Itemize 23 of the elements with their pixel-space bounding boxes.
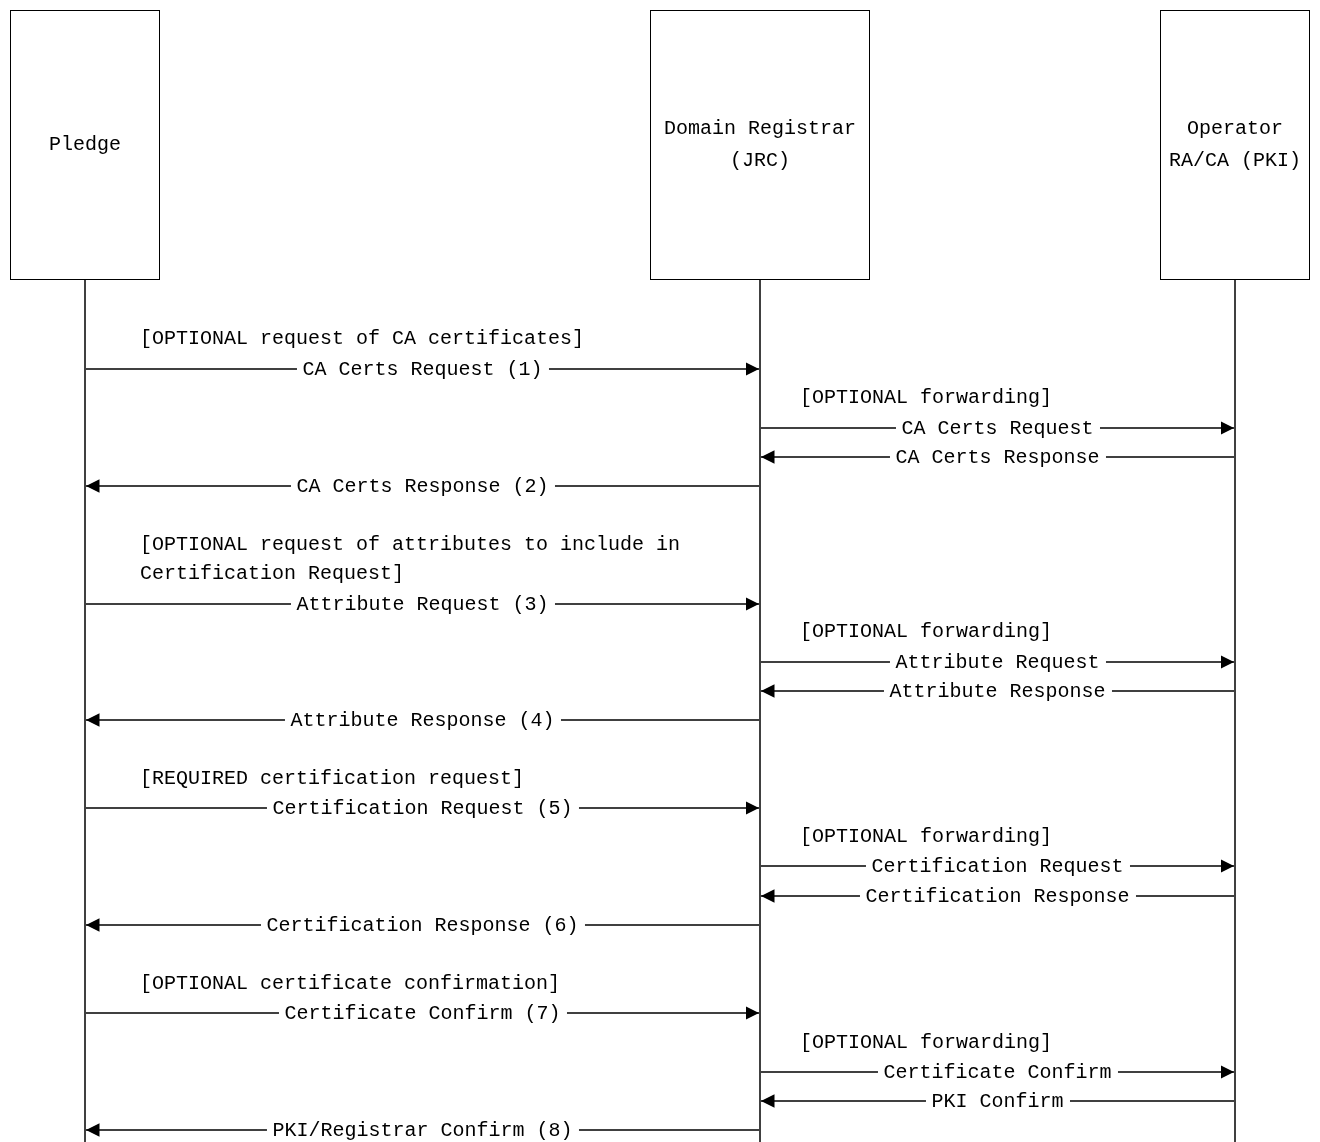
note-text: [OPTIONAL certificate confirmation] xyxy=(140,971,562,997)
edge-label: Attribute Response xyxy=(883,679,1112,703)
edge-label: Attribute Request (3) xyxy=(290,592,555,616)
edge-label: Certification Request (5) xyxy=(266,796,579,820)
edge-label: CA Certs Response (2) xyxy=(290,474,555,498)
note-text: [OPTIONAL forwarding] xyxy=(800,1030,1054,1056)
note-text: [OPTIONAL request of CA certificates] xyxy=(140,326,586,352)
edge-label: Attribute Request xyxy=(889,650,1106,674)
participant-name: Operator RA/CA (PKI) xyxy=(1168,116,1302,174)
participant-name: Domain Registrar (JRC) xyxy=(663,116,857,174)
note-text: [OPTIONAL request of attributes to include in Certification Request] xyxy=(140,532,682,587)
edge-label: Certificate Confirm (7) xyxy=(278,1001,567,1025)
note-text: [REQUIRED certification request] xyxy=(140,766,526,792)
edge-label: Certification Response xyxy=(859,884,1136,908)
edge-label: Certification Response (6) xyxy=(260,913,585,937)
edge-label: PKI/Registrar Confirm (8) xyxy=(266,1118,579,1142)
edge-label: Certification Request xyxy=(865,854,1130,878)
edge-label: Attribute Response (4) xyxy=(284,708,561,732)
participant-name: Pledge xyxy=(48,132,122,158)
edge-label: CA Certs Request (1) xyxy=(296,357,549,381)
note-text: [OPTIONAL forwarding] xyxy=(800,824,1054,850)
note-text: [OPTIONAL forwarding] xyxy=(800,619,1054,645)
note-text: [OPTIONAL forwarding] xyxy=(800,385,1054,411)
